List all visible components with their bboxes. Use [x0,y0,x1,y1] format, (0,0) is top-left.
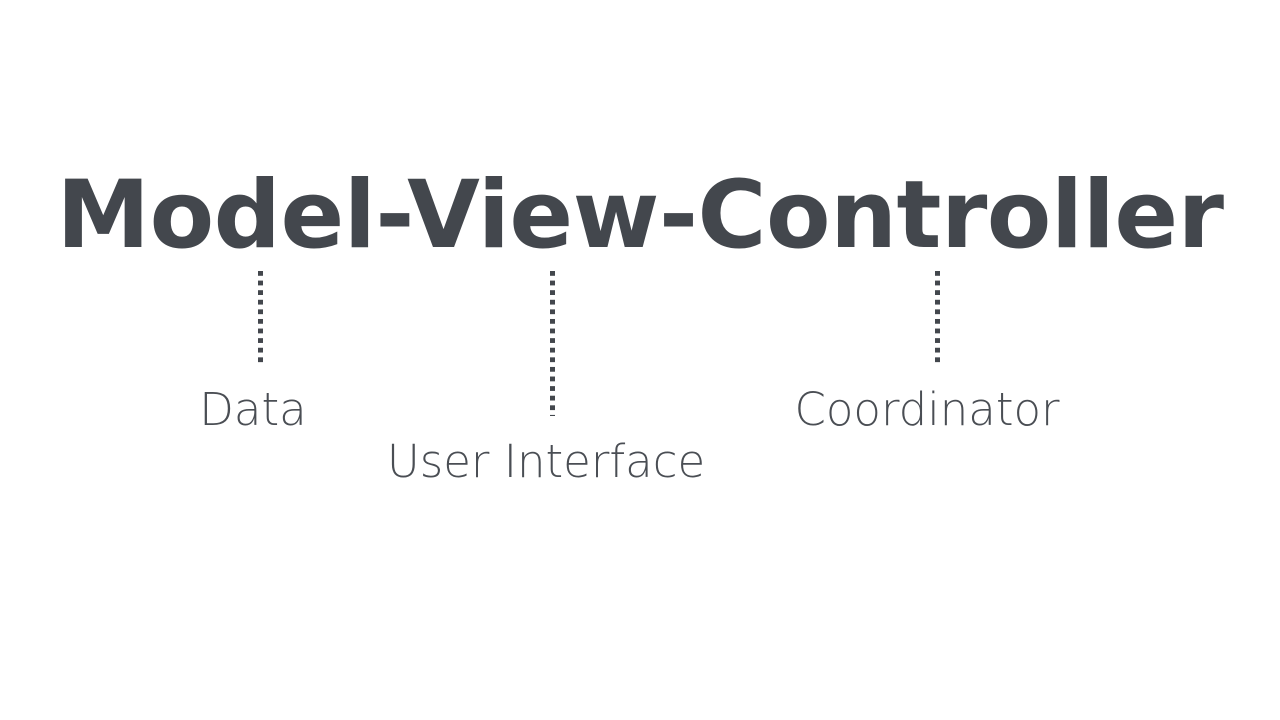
page-title: Model-View-Controller [56,161,1224,270]
label-model-data: Data [199,383,307,436]
label-controller-coordinator: Coordinator [794,383,1060,436]
connector-line-model [258,271,263,366]
label-view-user-interface: User Interface [386,435,706,488]
connector-line-controller [935,271,940,366]
connector-line-view [550,271,555,416]
